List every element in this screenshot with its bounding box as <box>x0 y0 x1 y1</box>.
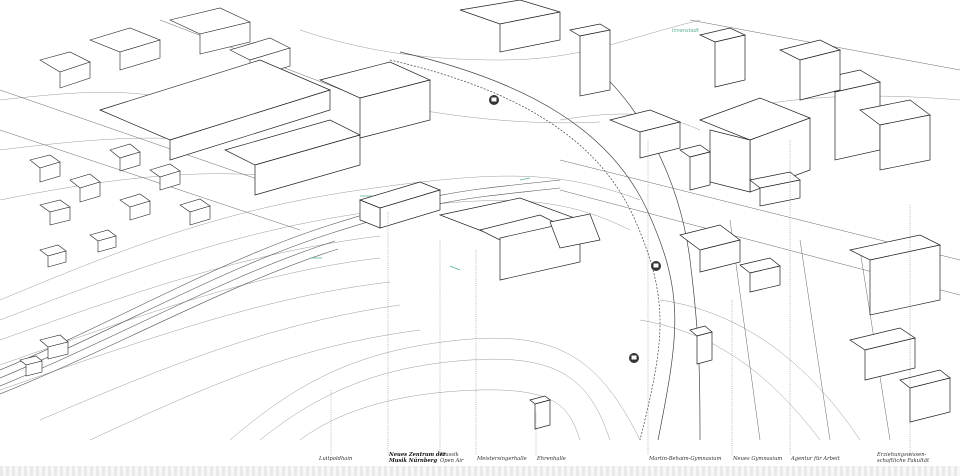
bus-stop-pin-icon <box>489 95 499 105</box>
label-neues-gymnasium: Neues Gymnasium <box>733 456 783 462</box>
label-meistersingerhalle: Meistersingerhalle <box>477 456 527 462</box>
contour-lines <box>0 19 960 441</box>
label-agentur-fuer-arbeit: Agentur für Arbeit <box>791 456 840 462</box>
buildings-east <box>529 27 951 430</box>
bus-stop-pin-icon <box>629 353 639 363</box>
buildings-blocks <box>98 0 611 281</box>
leader-lines <box>330 140 911 455</box>
label-erziehungswissenschaftliche-fakultaet: Erziehungswissen- schaftliche Fakultät <box>877 452 930 464</box>
direction-label: Innenstadt <box>672 28 699 34</box>
label-luitpoldhain: Luitpoldhain <box>319 456 353 462</box>
pedestrian-arrows <box>310 177 531 271</box>
tram-stop-pin-icon <box>651 261 661 271</box>
bottom-strip <box>0 466 960 476</box>
buildings-residential <box>19 7 291 377</box>
label-klassik-open-air: Klassik Open Air <box>440 452 464 464</box>
label-ehrenhalle: Ehrenhalle <box>537 456 566 462</box>
label-martin-behaim-gymnasium: Martin-Behaim-Gymnasium <box>649 456 722 462</box>
railway-tracks <box>0 179 561 395</box>
avenue <box>389 51 701 441</box>
label-neues-zentrum: Neues Zentrum der Musik Nürnberg <box>389 452 446 464</box>
